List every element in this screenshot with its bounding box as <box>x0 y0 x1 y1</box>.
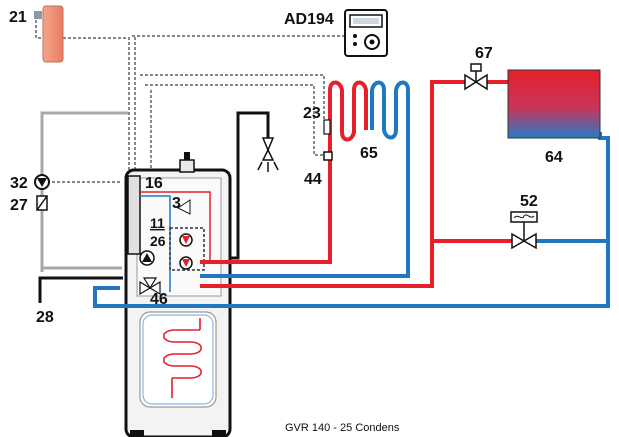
label-check-valve: 27 <box>10 197 28 214</box>
heating-coil <box>162 318 203 398</box>
room-thermostat-icon <box>42 5 64 63</box>
label-part-26: 26 <box>150 233 166 249</box>
label-controller: AD194 <box>284 11 334 28</box>
label-sensor-23: 23 <box>303 105 321 122</box>
valve-67-icon <box>464 63 488 91</box>
label-valve-top: 67 <box>475 45 493 62</box>
controller-icon <box>344 9 388 57</box>
label-drain: 28 <box>36 309 54 326</box>
check-valve-icon <box>36 195 48 211</box>
valve-52-icon <box>510 211 538 250</box>
label-sensor-44: 44 <box>304 171 322 188</box>
caption: GVR 140 - 25 Condens <box>285 422 400 434</box>
supply-pipes <box>200 80 512 288</box>
thermostat-sensor-icon <box>34 11 42 19</box>
boiler-unit <box>124 152 232 437</box>
label-part-46: 46 <box>150 291 168 308</box>
label-radiator: 64 <box>545 149 563 166</box>
radiator-icon <box>507 69 601 139</box>
signal-lines <box>35 20 346 183</box>
three-way-valve-icon <box>139 277 161 296</box>
label-pump: 32 <box>10 175 28 192</box>
circulation-pump-icon <box>34 174 50 190</box>
label-valve-lower: 52 <box>520 193 538 210</box>
label-thermostat: 21 <box>9 9 27 26</box>
label-coil: 65 <box>360 145 378 162</box>
label-tank-top: 16 <box>145 175 163 192</box>
label-valve-3: 3 <box>172 195 181 212</box>
sensor-23-icon <box>323 119 331 135</box>
sensor-44-icon <box>323 151 333 161</box>
gray-loop <box>40 111 128 272</box>
label-part-11: 11 <box>150 215 165 231</box>
safety-valve-icon <box>257 137 279 172</box>
